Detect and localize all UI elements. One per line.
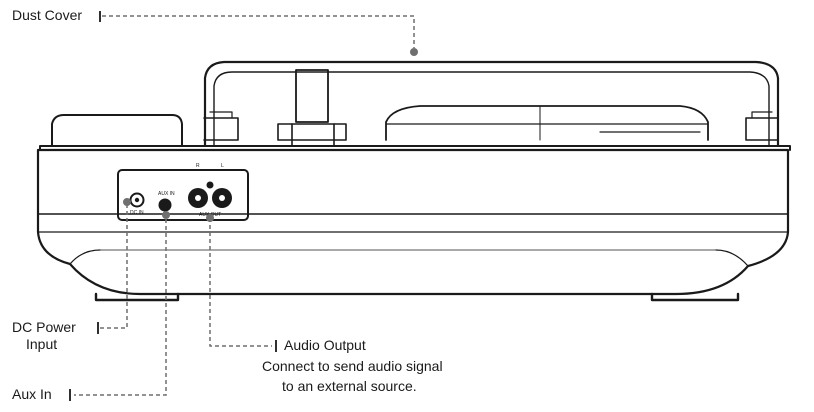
label-audio-output-desc-line1: Connect to send audio signal: [262, 358, 443, 374]
dust-cover: [203, 60, 780, 147]
label-dc-power-input: DC Power Input: [12, 319, 76, 353]
label-dust-cover: Dust Cover: [12, 7, 83, 23]
foot-right: [650, 292, 740, 302]
panel-label-aux-in: AUX IN: [158, 191, 175, 197]
foot-left: [94, 292, 180, 302]
label-aux-in: Aux In: [12, 386, 52, 402]
panel-label-left: L: [221, 163, 224, 169]
label-dc-power-line1: DC Power: [12, 319, 76, 335]
label-audio-output-desc-line2: to an external source.: [282, 378, 417, 394]
connector-panel: [117, 169, 249, 221]
platter: [385, 105, 709, 141]
panel-label-right: R: [196, 163, 200, 169]
leader-dust-cover: [102, 15, 415, 48]
leader-audio-output: [209, 218, 272, 347]
leader-dc-power: [100, 204, 128, 329]
panel-label-dc-in: DC IN: [130, 210, 144, 216]
tonearm-clip: [295, 69, 329, 123]
label-dc-power-line2: Input: [26, 336, 58, 352]
rear-block: [51, 114, 183, 146]
cabinet-body: [36, 148, 790, 296]
label-audio-output: Audio Output: [284, 337, 366, 353]
panel-connectors: DC IN AUX IN AUX OUT R L: [129, 163, 232, 218]
leader-aux-in: [74, 212, 167, 396]
label-audio-output-desc: Connect to send audio signal to an exter…: [262, 358, 443, 395]
aux-in-jack: [158, 198, 172, 212]
